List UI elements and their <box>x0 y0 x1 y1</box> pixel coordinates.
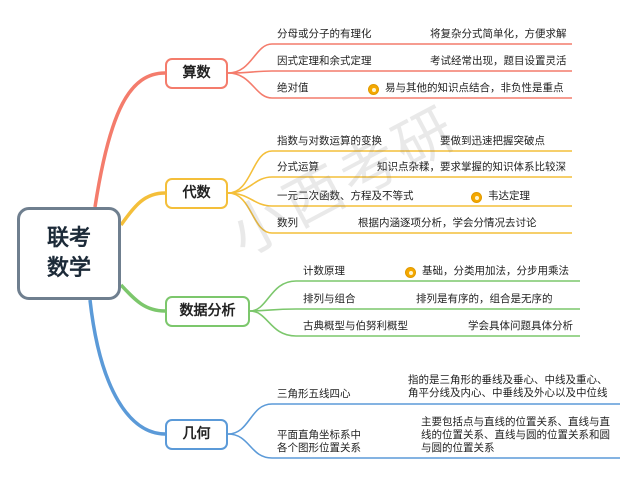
algebra-note-3: 韦达定理 <box>488 190 530 202</box>
arith-note-1: 将复杂分式简单化，方便求解 <box>430 28 567 40</box>
arith-note-3: 易与其他的知识点结合，非负性是重点 <box>385 82 564 94</box>
data-note-2: 排列是有序的，组合是无序的 <box>416 293 553 305</box>
algebra-topic-4: 数列 <box>277 217 298 229</box>
root-label-line2: 数学 <box>46 255 91 281</box>
branch-label-arith: 算数 <box>182 65 211 81</box>
link-arith-3 <box>227 72 273 99</box>
star-icon <box>406 268 415 277</box>
algebra-topic-2: 分式运算 <box>277 161 319 173</box>
data-topic-3: 古典概型与伯努利概型 <box>303 320 408 332</box>
link-data-3 <box>249 310 297 337</box>
data-topic-2: 排列与组合 <box>303 293 356 305</box>
link-geometry-1 <box>227 403 273 435</box>
geometry-note-1: 指的是三角形的垂线及垂心、中线及重心、角平分线及内心、中垂线及外心以及中位线 <box>408 374 608 399</box>
star-icon <box>369 85 378 94</box>
branch-node-algebra: 代数 <box>165 178 228 209</box>
branch-label-geometry: 几何 <box>182 426 211 442</box>
link-root-geometry <box>88 299 166 436</box>
link-root-data <box>119 283 166 313</box>
branch-label-data: 数据分析 <box>179 303 236 319</box>
geometry-note-2: 主要包括点与直线的位置关系、直线与直线的位置关系、直线与圆的位置关系和圆与圆的位… <box>421 416 610 454</box>
branch-node-data: 数据分析 <box>165 296 250 327</box>
algebra-note-2: 知识点杂糅，要求掌握的知识体系比较深 <box>377 161 566 173</box>
link-algebra-4 <box>227 192 273 234</box>
link-arith-1 <box>227 43 273 74</box>
link-root-arith <box>93 71 166 208</box>
root-node: 联考 数学 <box>17 207 121 300</box>
link-geometry-2 <box>227 433 273 459</box>
geometry-topic-2: 平面直角坐标系中各个图形位置关系 <box>277 429 361 454</box>
data-note-3: 学会具体问题具体分析 <box>468 320 573 332</box>
branch-label-algebra: 代数 <box>182 185 211 201</box>
arith-topic-2: 因式定理和余式定理 <box>277 55 372 67</box>
algebra-topic-3: 一元二次函数、方程及不等式 <box>277 190 414 202</box>
data-note-1: 基础，分类用加法，分步用乘法 <box>422 265 569 277</box>
root-label-line1: 联考 <box>46 225 91 251</box>
link-root-algebra <box>119 191 166 227</box>
geometry-topic-1: 三角形五线四心 <box>277 388 351 400</box>
algebra-note-4: 根据内涵逐项分析，学会分情况去讨论 <box>358 217 537 229</box>
algebra-note-1: 要做到迅速把握突破点 <box>440 135 545 147</box>
link-data-1 <box>249 280 297 312</box>
branch-node-arith: 算数 <box>165 58 228 89</box>
star-icon <box>472 193 481 202</box>
algebra-topic-1: 指数与对数运算的变换 <box>277 135 382 147</box>
arith-topic-1: 分母或分子的有理化 <box>277 28 372 40</box>
arith-topic-3: 绝对值 <box>277 82 309 94</box>
data-topic-1: 计数原理 <box>303 265 345 277</box>
arith-note-2: 考试经常出现，题目设置灵活 <box>430 55 567 67</box>
branch-node-geometry: 几何 <box>165 419 228 450</box>
